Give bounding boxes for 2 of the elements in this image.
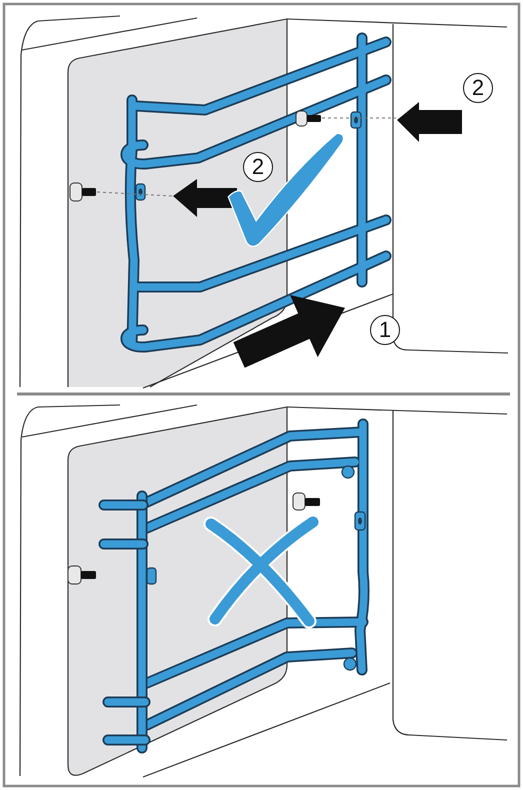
callout-number: 1 <box>370 315 400 345</box>
callout-number: 2 <box>463 73 493 103</box>
